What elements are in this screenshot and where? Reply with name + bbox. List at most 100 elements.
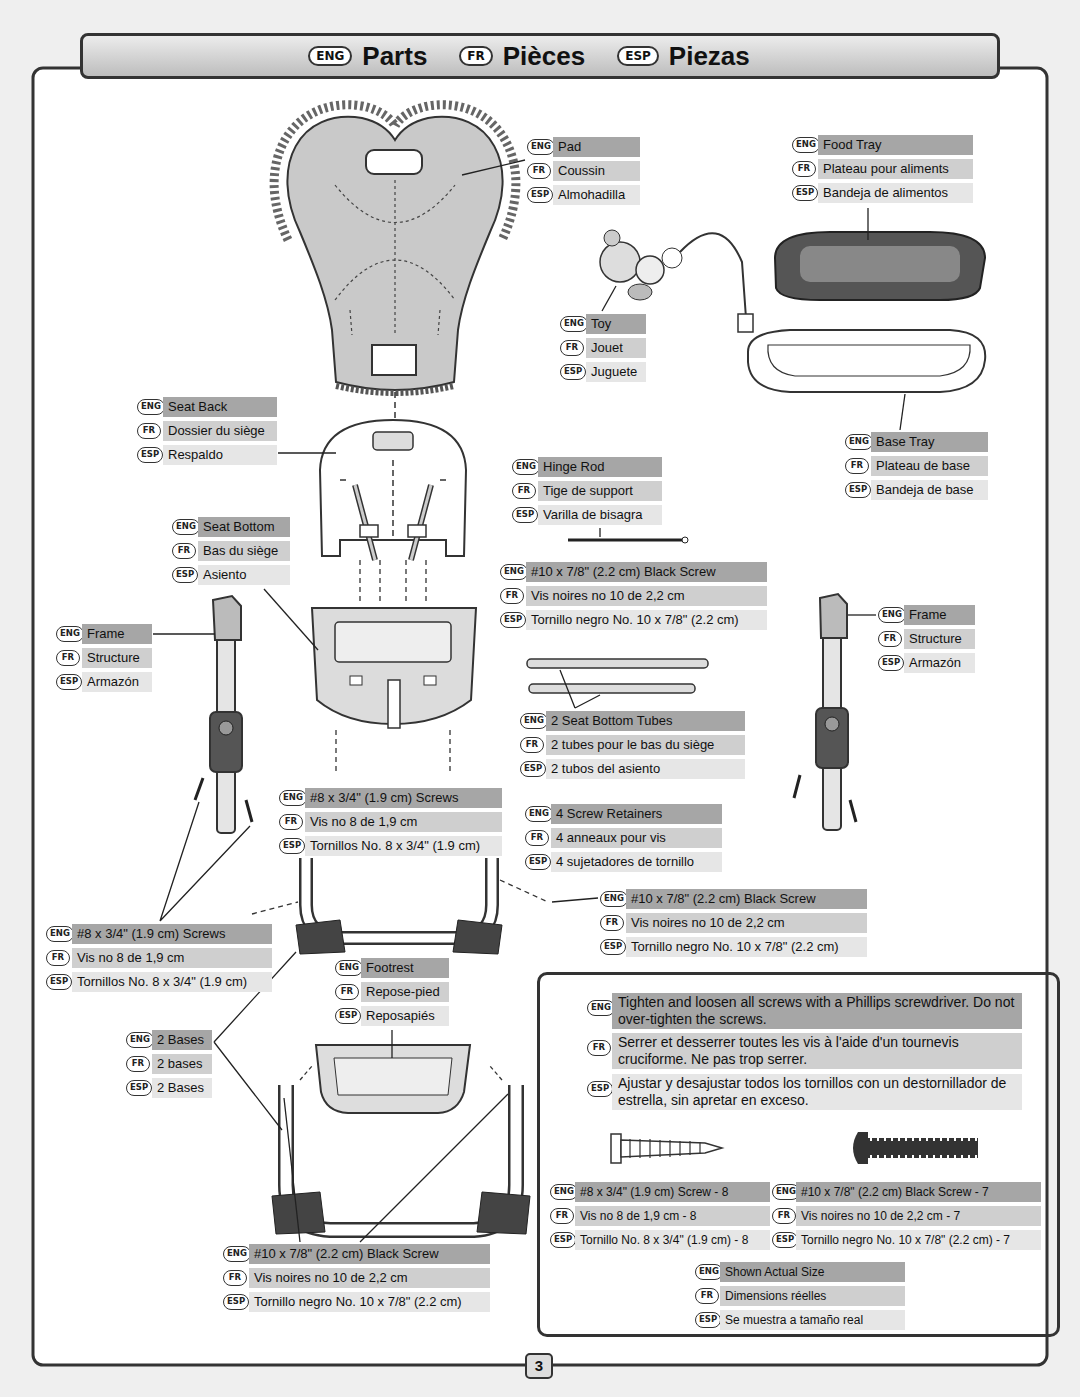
language-badge: FR: [550, 1208, 574, 1224]
language-badge: ENG: [695, 1264, 723, 1280]
language-badge: FR: [500, 588, 524, 604]
language-badge: ENG: [126, 1032, 154, 1048]
language-badge: ENG: [845, 434, 873, 450]
language-badge: ESP: [772, 1232, 798, 1248]
part-label: Base Tray: [871, 432, 988, 452]
part-label: Food Tray: [818, 135, 973, 155]
part-label: Vis noires no 10 de 2,2 cm: [526, 586, 767, 606]
language-badge: ENG: [792, 137, 820, 153]
part-label: 2 Bases: [152, 1030, 212, 1050]
language-badge: ESP: [560, 364, 586, 380]
part-label: Toy: [586, 314, 646, 334]
language-badge: ENG: [527, 139, 555, 155]
part-label: Armazón: [904, 653, 975, 673]
language-badge: ESP: [335, 1008, 361, 1024]
language-badge: ENG: [46, 926, 74, 942]
language-badge: ENG: [587, 1000, 615, 1016]
language-badge: ESP: [600, 939, 626, 955]
language-badge: FR: [600, 915, 624, 931]
language-badge: FR: [137, 423, 161, 439]
part-label: Dossier du siège: [163, 421, 277, 441]
part-label: Reposapiés: [361, 1006, 449, 1026]
part-label: Repose-pied: [361, 982, 449, 1002]
language-badge: ESP: [525, 854, 551, 870]
part-label: Almohadilla: [553, 185, 640, 205]
language-badge: ENG: [308, 46, 352, 66]
language-badge: FR: [772, 1208, 796, 1224]
part-label: Tornillos No. 8 x 3/4" (1.9 cm): [72, 972, 272, 992]
instruction-text: Ajustar y desajustar todos los tornillos…: [612, 1074, 1022, 1110]
part-label: 2 Seat Bottom Tubes: [546, 711, 745, 731]
part-label: Plateau pour aliments: [818, 159, 973, 179]
part-label: Juguete: [586, 362, 646, 382]
language-badge: ESP: [500, 612, 526, 628]
language-badge: FR: [527, 163, 551, 179]
language-badge: FR: [459, 46, 492, 66]
language-badge: FR: [172, 543, 196, 559]
language-badge: ESP: [46, 974, 72, 990]
language-badge: ESP: [137, 447, 163, 463]
part-label: Tornillo negro No. 10 x 7/8" (2.2 cm): [526, 610, 767, 630]
part-label: Vis no 8 de 1,9 cm: [305, 812, 502, 832]
language-badge: FR: [560, 340, 584, 356]
language-badge: ESP: [279, 838, 305, 854]
title-text: Parts: [362, 41, 427, 72]
language-badge: ENG: [550, 1184, 578, 1200]
language-badge: ENG: [279, 790, 307, 806]
part-label: 2 tubes pour le bas du siège: [546, 735, 745, 755]
language-badge: ENG: [335, 960, 363, 976]
language-badge: FR: [126, 1056, 150, 1072]
part-label: Dimensions réelles: [720, 1286, 905, 1306]
page-number: 3: [525, 1353, 553, 1379]
language-badge: ESP: [878, 655, 904, 671]
language-badge: ENG: [500, 564, 528, 580]
part-label: Respaldo: [163, 445, 277, 465]
language-badge: ESP: [223, 1294, 249, 1310]
language-badge: ESP: [792, 185, 818, 201]
part-label: Tornillo negro No. 10 x 7/8" (2.2 cm): [249, 1292, 490, 1312]
part-label: Vis noires no 10 de 2,2 cm: [626, 913, 867, 933]
language-badge: ENG: [172, 519, 200, 535]
language-badge: FR: [845, 458, 869, 474]
part-label: Jouet: [586, 338, 646, 358]
language-badge: ENG: [137, 399, 165, 415]
part-label: Vis no 8 de 1,9 cm - 8: [575, 1206, 770, 1226]
part-label: #8 x 3/4" (1.9 cm) Screws: [305, 788, 502, 808]
language-badge: ENG: [56, 626, 84, 642]
instruction-text: Tighten and loosen all screws with a Phi…: [612, 993, 1022, 1029]
part-label: Bandeja de alimentos: [818, 183, 973, 203]
part-label: Se muestra a tamaño real: [720, 1310, 905, 1330]
language-badge: FR: [223, 1270, 247, 1286]
language-badge: FR: [512, 483, 536, 499]
language-badge: FR: [520, 737, 544, 753]
language-badge: FR: [56, 650, 80, 666]
part-label: Frame: [904, 605, 975, 625]
part-label: Tornillo negro No. 10 x 7/8" (2.2 cm): [626, 937, 867, 957]
part-label: 4 anneaux pour vis: [551, 828, 722, 848]
language-badge: ENG: [223, 1246, 251, 1262]
part-label: Seat Bottom: [198, 517, 290, 537]
title-text: Piezas: [669, 41, 750, 72]
part-label: Vis noires no 10 de 2,2 cm - 7: [796, 1206, 1041, 1226]
language-badge: ENG: [600, 891, 628, 907]
language-badge: ENG: [560, 316, 588, 332]
language-badge: ESP: [56, 674, 82, 690]
part-label: Tornillos No. 8 x 3/4" (1.9 cm): [305, 836, 502, 856]
language-badge: FR: [587, 1040, 611, 1056]
language-badge: ESP: [512, 507, 538, 523]
part-label: Bas du siège: [198, 541, 290, 561]
part-label: Coussin: [553, 161, 640, 181]
part-label: Varilla de bisagra: [538, 505, 662, 525]
part-label: Tornillo No. 8 x 3/4" (1.9 cm) - 8: [575, 1230, 770, 1250]
part-label: #8 x 3/4" (1.9 cm) Screws: [72, 924, 272, 944]
title-text: Pièces: [503, 41, 585, 72]
language-badge: FR: [279, 814, 303, 830]
language-badge: ESP: [587, 1081, 613, 1097]
part-label: 2 Bases: [152, 1078, 212, 1098]
language-badge: ENG: [525, 806, 553, 822]
language-badge: FR: [878, 631, 902, 647]
part-label: Footrest: [361, 958, 449, 978]
instruction-text: Serrer et desserrer toutes les vis à l'a…: [612, 1033, 1022, 1069]
part-label: Pad: [553, 137, 640, 157]
part-label: Tornillo negro No. 10 x 7/8" (2.2 cm) - …: [796, 1230, 1041, 1250]
